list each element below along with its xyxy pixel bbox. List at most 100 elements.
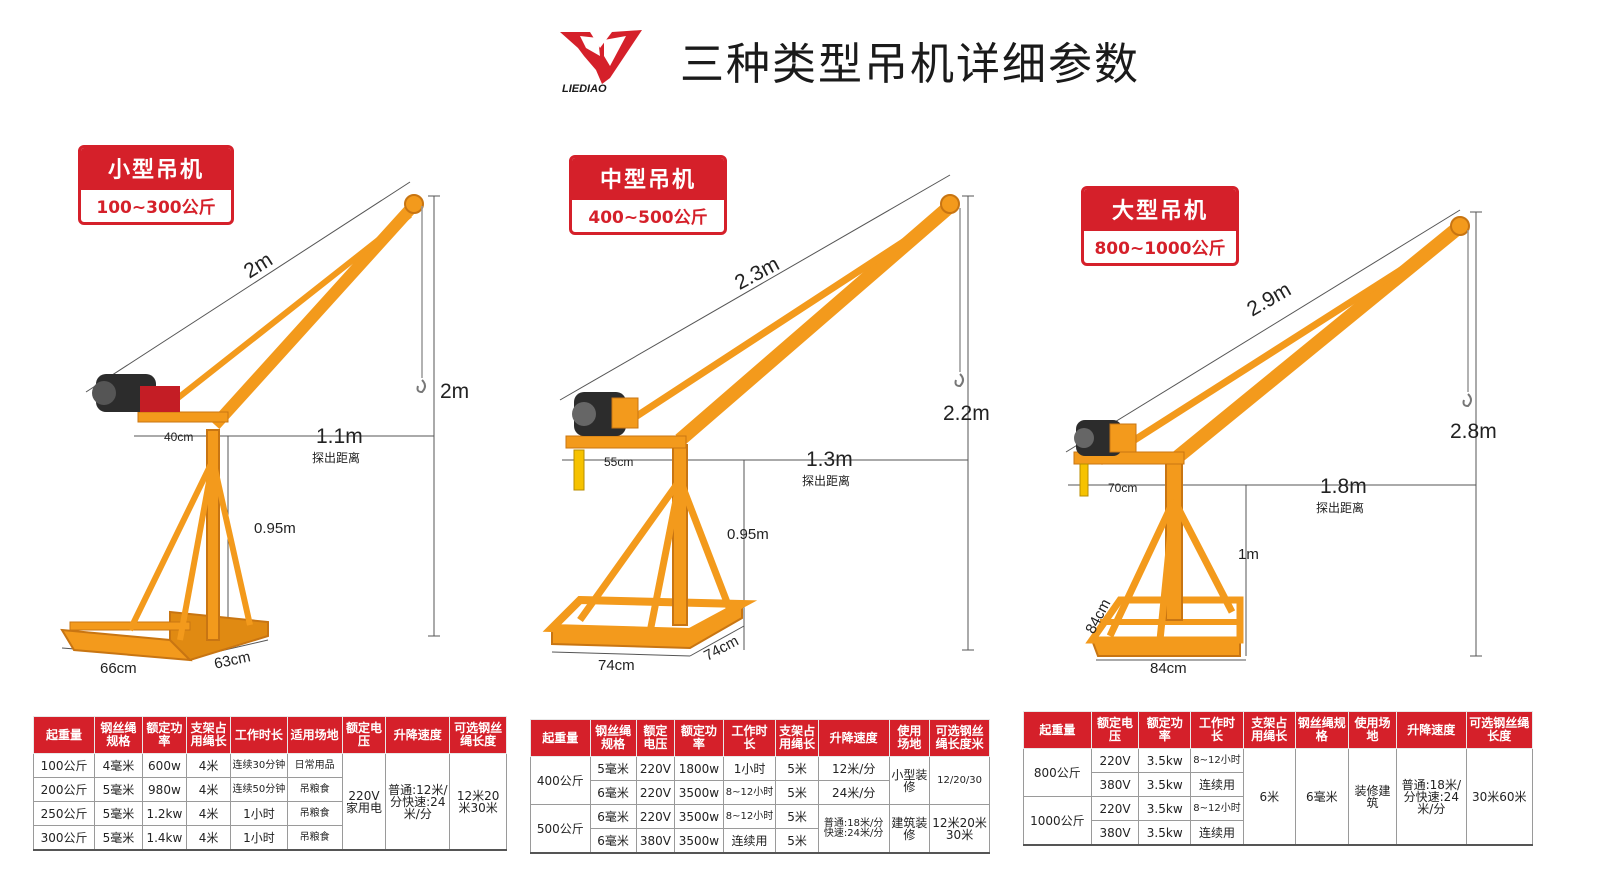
spec-table-small: 起重量 钢丝绳规格 额定功率 支架占用绳长 工作时长 适用场地 额定电压 升降速…: [32, 716, 507, 851]
table-cell: 5米: [775, 756, 819, 781]
table-cell: 1小时: [722, 756, 777, 781]
type-badge-medium: 中型吊机 400~500公斤: [569, 155, 727, 235]
table-row: 100公斤 4毫米 600w 4米 连续30分钟 日常用品 220V家用电 普通…: [32, 753, 507, 851]
arm-offset: 55cm: [604, 455, 634, 469]
table-cell: 3.5kw: [1138, 748, 1192, 773]
crane-illustration-large: [1065, 209, 1482, 661]
table-cell: 980w: [141, 777, 188, 802]
voltage-cell: 220V家用电: [341, 753, 387, 851]
table-cell: 5毫米: [94, 825, 143, 851]
table-row: 6毫米 380V 3500w 连续用 5米: [531, 828, 990, 854]
table-cell: 1800w: [674, 756, 724, 781]
spec-table-medium: 起重量 钢丝绳规格 额定电压 额定功率 工作时长 支架占用绳长 升降速度 使用场…: [530, 719, 990, 854]
table-header: 钢丝绳规格: [94, 716, 143, 754]
table-cell: 8~12小时: [1190, 796, 1244, 821]
table-header: 额定电压: [341, 716, 387, 754]
table-cell: 200公斤: [32, 777, 96, 802]
table-row: 250公斤 5毫米 1.2kw 4米 1小时 吊粮食: [32, 801, 507, 826]
table-cell: 吊粮食: [286, 825, 343, 851]
table-cell: 220V: [1090, 796, 1140, 821]
table-header: 支架占用绳长: [186, 716, 232, 754]
table-cell: 装修建筑: [1348, 748, 1398, 846]
page-title: 三种类型吊机详细参数: [680, 39, 1140, 90]
table-cell: 220V: [1090, 748, 1140, 773]
table-row: 1000公斤 220V 3.5kw 8~12小时: [1023, 796, 1533, 846]
table-cell: 8~12小时: [722, 780, 777, 805]
table-cell: 6毫米: [589, 828, 637, 854]
speed-cell: 普通:18米/分快速:24米/分: [1396, 748, 1467, 846]
reach-label: 探出距离: [802, 474, 851, 488]
speed-cell: 普通:12米/分快速:24米/分: [385, 753, 451, 851]
table-header: 额定电压: [635, 719, 676, 757]
table-cell: 3.5kw: [1138, 820, 1192, 846]
table-cell: 250公斤: [32, 801, 96, 826]
capacity-range: 100~300公斤: [96, 198, 216, 218]
table-cell: 1.4kw: [141, 825, 188, 851]
table-header: 额定功率: [141, 716, 188, 754]
table-header: 适用场地: [286, 716, 343, 754]
table-cell: 吊粮食: [286, 801, 343, 826]
spec-table-large: 起重量 额定电压 额定功率 工作时长 支架占用绳长 钢丝绳规格 使用场地 升降速…: [1023, 711, 1534, 846]
table-cell: 8~12小时: [1190, 748, 1244, 773]
table-cell: 4米: [186, 777, 232, 802]
base-width: 84cm: [1150, 660, 1187, 677]
table-cell: 普通:18米/分快速:24米/分: [817, 804, 890, 854]
table-row: 800公斤 220V 3.5kw 8~12小时 6米 6毫米 装修建筑 普通:1…: [1023, 748, 1534, 846]
table-cell: 380V: [1090, 820, 1140, 846]
reach-distance: 1.3m: [806, 448, 853, 471]
rope-length-cell: 30米60米: [1465, 748, 1534, 846]
table-cell: 300公斤: [32, 825, 96, 851]
table-header: 起重量: [1023, 711, 1092, 749]
table-row: 500公斤 6毫米 220V 3500w 8~12小时 5米 普通:18米/分快…: [530, 804, 990, 854]
table-header: 支架占用绳长: [775, 719, 819, 757]
table-header: 起重量: [32, 716, 96, 754]
table-header: 升降速度: [817, 719, 890, 757]
table-cell: 1小时: [230, 801, 288, 826]
table-cell: 380V: [1090, 772, 1140, 797]
brand-logo: LIEDIAO: [560, 30, 642, 95]
lift-height: 2m: [440, 380, 470, 403]
table-cell: 12米20米30米: [929, 804, 990, 854]
table-cell: 220V: [635, 804, 676, 829]
table-row: 400公斤 5毫米 220V 1800w 1小时 5米 12米/分 小型装修 1…: [530, 756, 990, 805]
table-cell: 4米: [186, 825, 232, 851]
type-name: 大型吊机: [1084, 189, 1236, 231]
table-cell: 5毫米: [94, 777, 143, 802]
table-cell: 5米: [775, 780, 819, 805]
table-header: 升降速度: [1396, 711, 1467, 749]
base-width: 66cm: [100, 660, 137, 677]
table-cell: 5米: [775, 804, 819, 829]
table-header-row: 起重量 钢丝绳规格 额定功率 支架占用绳长 工作时长 适用场地 额定电压 升降速…: [32, 716, 507, 754]
table-cell: 8~12小时: [722, 804, 777, 829]
table-cell: 6毫米: [589, 780, 637, 805]
arm-offset: 40cm: [164, 430, 194, 444]
base-width: 74cm: [598, 657, 635, 674]
arm-offset: 70cm: [1108, 481, 1138, 495]
table-cell: 日常用品: [286, 753, 343, 778]
table-header: 钢丝绳规格: [589, 719, 637, 757]
table-row: 6毫米 220V 3500w 8~12小时 5米 24米/分: [531, 780, 990, 805]
table-cell: 建筑装修: [888, 804, 931, 854]
type-badge-small: 小型吊机 100~300公斤: [78, 145, 234, 225]
table-cell: 24米/分: [817, 780, 890, 805]
table-cell: 5毫米: [94, 801, 143, 826]
table-cell: 3500w: [674, 780, 724, 805]
lift-height: 2.2m: [943, 402, 990, 425]
pole-height: 0.95m: [727, 526, 769, 543]
table-cell: 1.2kw: [141, 801, 188, 826]
table-header: 可选钢丝绳长度: [1465, 711, 1534, 749]
table-cell: 3500w: [674, 804, 724, 829]
table-cell: 1小时: [230, 825, 288, 851]
table-cell: 220V: [635, 780, 676, 805]
reach-label: 探出距离: [1316, 501, 1365, 515]
table-cell: 3.5kw: [1138, 772, 1192, 797]
table-header-row: 起重量 钢丝绳规格 额定电压 额定功率 工作时长 支架占用绳长 升降速度 使用场…: [530, 719, 990, 757]
reach-distance: 1.8m: [1320, 475, 1367, 498]
table-row: 300公斤 5毫米 1.4kw 4米 1小时 吊粮食: [32, 825, 507, 851]
reach-label: 探出距离: [312, 451, 361, 465]
table-header: 起重量: [530, 719, 591, 757]
rope-length-cell: 12米20米30米: [449, 753, 507, 851]
table-cell: 12/20/30: [929, 756, 990, 805]
table-cell: 500公斤: [530, 804, 591, 854]
table-header: 额定功率: [674, 719, 724, 757]
